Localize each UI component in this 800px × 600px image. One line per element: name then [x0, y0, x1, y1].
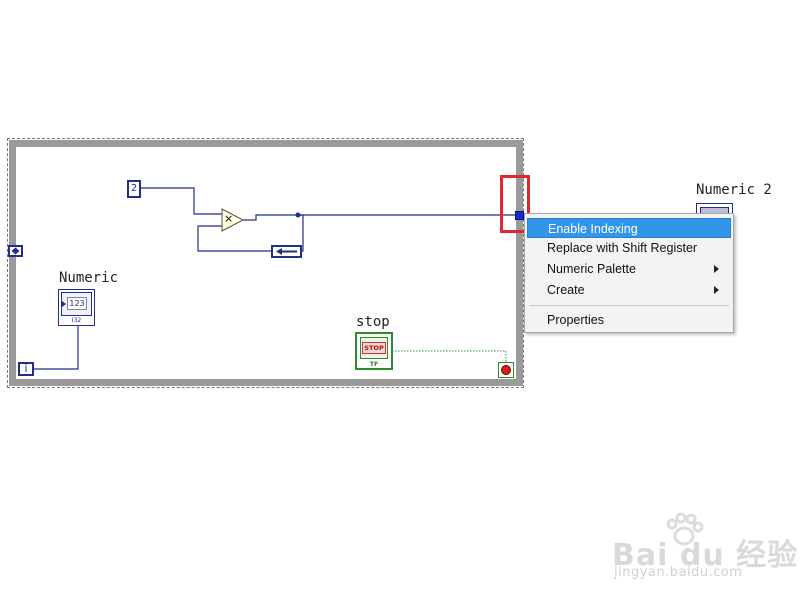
while-loop-selection-border	[7, 138, 524, 388]
stop-label: stop	[356, 314, 390, 330]
multiply-symbol: ×	[224, 212, 234, 225]
menu-item-replace-with-shift-register[interactable]: Replace with Shift Register	[527, 238, 731, 258]
menu-item-label: Numeric Palette	[547, 262, 636, 276]
wire-constant-to-multiply	[140, 187, 222, 215]
stop-control-terminal[interactable]: STOP TF	[355, 332, 393, 370]
menu-item-create[interactable]: Create	[527, 280, 731, 300]
numeric-control-text: 123	[67, 297, 87, 310]
menu-item-label: Enable Indexing	[548, 222, 638, 236]
menu-item-label: Create	[547, 283, 585, 297]
iteration-terminal: i	[18, 362, 34, 376]
submenu-arrow-icon	[714, 265, 719, 273]
wire-stop-to-condition	[392, 350, 507, 362]
numeric-control-type: I32	[71, 317, 82, 324]
annotation-box-tunnel	[500, 175, 530, 233]
stop-control-type: TF	[369, 360, 379, 368]
feedback-node[interactable]	[271, 245, 302, 258]
menu-item-numeric-palette[interactable]: Numeric Palette	[527, 259, 731, 279]
wire-junction-dot	[295, 212, 301, 218]
submenu-arrow-icon	[714, 286, 719, 294]
numeric-constant[interactable]: 2	[127, 180, 141, 198]
wire-numeric-to-iteration	[34, 326, 79, 370]
menu-item-label: Properties	[547, 313, 604, 327]
stop-button-text: STOP	[362, 342, 386, 354]
wire-multiply-output	[243, 214, 298, 221]
output-tunnel[interactable]	[515, 211, 524, 220]
paw-logo-icon	[666, 512, 704, 546]
arrow-left-icon	[276, 248, 297, 255]
context-menu: Enable Indexing Replace with Shift Regis…	[524, 213, 734, 333]
menu-separator	[529, 305, 729, 306]
multiply-node	[221, 208, 245, 232]
menu-item-label: Replace with Shift Register	[547, 241, 698, 255]
numeric-control-terminal[interactable]: 123 I32	[58, 289, 95, 326]
menu-item-enable-indexing[interactable]: Enable Indexing	[527, 218, 731, 238]
loop-condition-terminal[interactable]	[498, 362, 514, 378]
left-tunnel[interactable]	[8, 245, 23, 257]
numeric2-label: Numeric 2	[696, 182, 772, 198]
while-loop-frame[interactable]	[9, 140, 523, 386]
wire-feedback-to-multiply	[197, 225, 272, 252]
menu-item-properties[interactable]: Properties	[527, 310, 731, 330]
watermark-brand: Bai du 经验	[612, 538, 799, 573]
watermark-url: jingyan.baidu.com	[614, 565, 743, 580]
stop-sign-icon	[501, 365, 511, 375]
diamond-icon	[11, 247, 20, 255]
numeric-label: Numeric	[59, 270, 119, 286]
